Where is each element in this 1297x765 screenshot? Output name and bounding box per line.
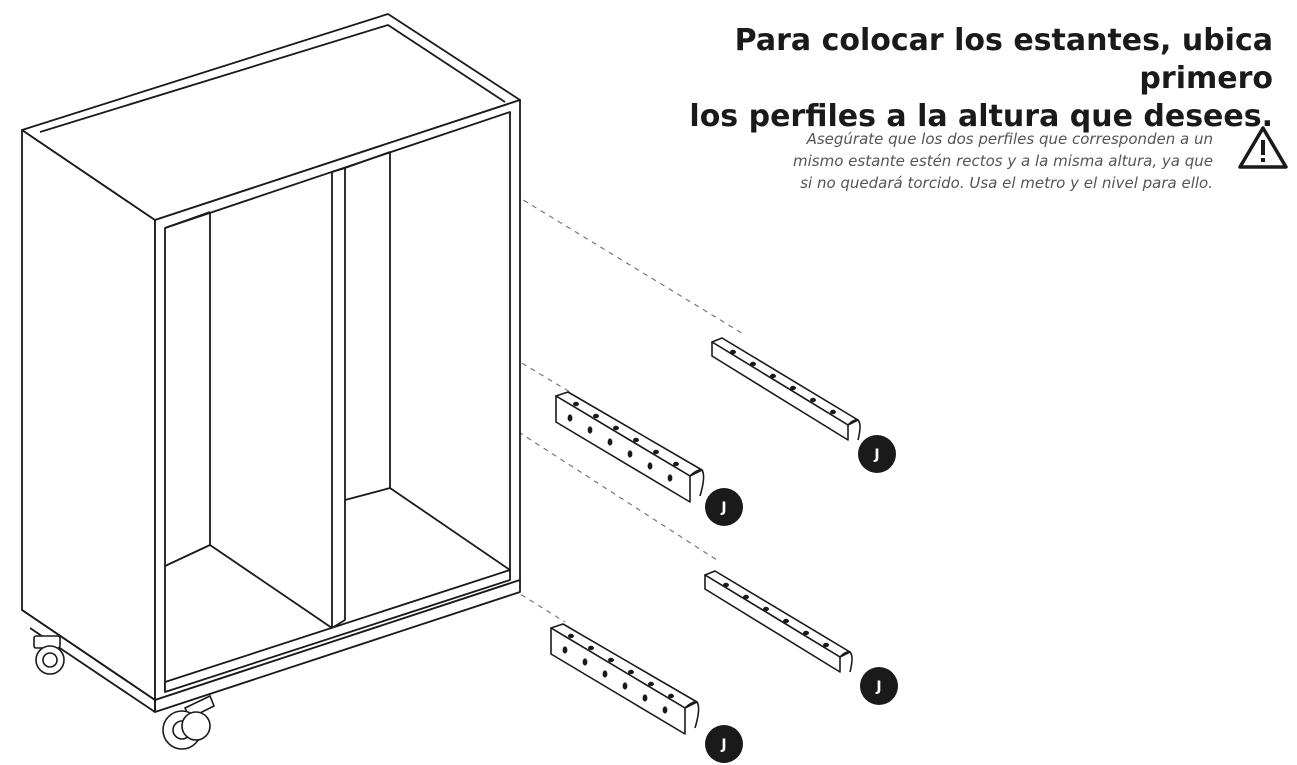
part-badge: J (705, 725, 743, 763)
warning-note-line: Asegúrate que los dos perfiles que corre… (806, 130, 1213, 148)
part-badge: J (858, 435, 896, 473)
warning-note-line: si no quedará torcido. Usa el metro y el… (800, 174, 1213, 192)
shelf-profile (704, 570, 853, 673)
part-label: J (875, 679, 881, 695)
caster-wheel (162, 694, 216, 750)
cabinet-divider (331, 167, 346, 629)
part-label: J (720, 737, 726, 753)
caster-wheel (33, 635, 65, 675)
cabinet-plinth (164, 569, 511, 693)
instruction-title-line: Para colocar los estantes, ubica primero (734, 23, 1273, 96)
shelf-profile (711, 337, 861, 441)
shelf-profiles (550, 337, 861, 735)
cabinet-side-panel (21, 129, 156, 701)
warning-note: Asegúrate que los dos perfiles que corre… (693, 128, 1213, 194)
part-badge: J (860, 667, 898, 705)
part-label: J (873, 447, 879, 463)
shelf-profile (555, 391, 705, 503)
shelf-profile (550, 623, 700, 735)
instruction-title: Para colocar los estantes, ubica primero… (633, 22, 1273, 136)
part-badge: J (705, 488, 743, 526)
instruction-title-line: los perfiles a la altura que desees. (689, 99, 1273, 134)
warning-note-line: mismo estante estén rectos y a la misma … (793, 152, 1213, 170)
guide-line (514, 194, 746, 336)
cabinet (21, 13, 521, 713)
warning-triangle-icon (1238, 126, 1288, 169)
part-label: J (720, 500, 726, 516)
casters (33, 635, 216, 750)
